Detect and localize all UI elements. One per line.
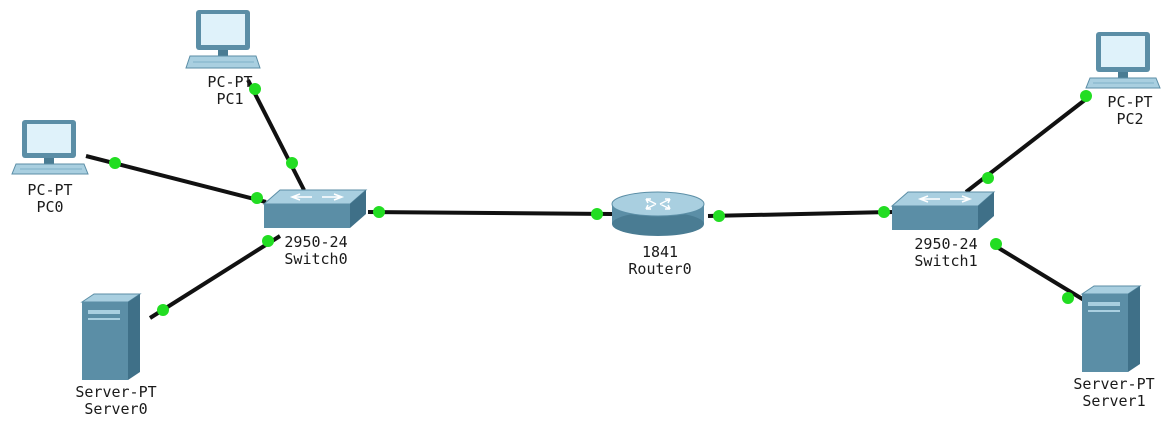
port-status-switch0-server0-switch0 xyxy=(262,235,274,247)
port-status-pc2-pc2-switch1 xyxy=(1080,90,1092,102)
port-status-switch1-server1-switch1 xyxy=(1062,292,1074,304)
device-model-switch0: 2950-24 xyxy=(284,233,348,251)
link-server1-switch1[interactable] xyxy=(990,242,1086,302)
device-server0[interactable] xyxy=(80,292,150,382)
switch-icon xyxy=(890,191,996,230)
device-pc2[interactable] xyxy=(1085,30,1166,92)
device-name-switch1: Switch1 xyxy=(914,252,978,270)
device-pc1[interactable] xyxy=(184,8,264,72)
link-pc1-switch0[interactable] xyxy=(246,79,306,191)
device-label-switch0: 2950-24 Switch0 xyxy=(284,234,347,268)
device-label-server1: Server-PT Server1 xyxy=(1073,376,1154,410)
device-model-server0: Server-PT xyxy=(75,383,157,401)
device-name-pc1: PC1 xyxy=(216,90,244,108)
port-status-switch0-pc1-switch0 xyxy=(286,157,298,169)
port-status-switch0-pc0-switch0 xyxy=(251,192,263,204)
link-server0-switch0[interactable] xyxy=(148,234,282,320)
pc-icon xyxy=(185,10,261,69)
pc-icon xyxy=(11,120,89,175)
device-label-server0: Server-PT Server0 xyxy=(75,384,156,418)
port-status-pc0-pc0-switch0 xyxy=(109,157,121,169)
device-server1[interactable] xyxy=(1080,284,1150,374)
port-status-server0-server0-switch0 xyxy=(157,304,169,316)
server-icon xyxy=(1080,285,1142,372)
device-name-router0: Router0 xyxy=(628,260,692,278)
port-status-switch0-switch0-router0 xyxy=(373,206,385,218)
server-icon xyxy=(80,293,142,380)
port-status-router0-router0-switch1 xyxy=(713,210,725,222)
port-status-switch1-router0-switch1 xyxy=(878,206,890,218)
device-label-router0: 1841 Router0 xyxy=(628,244,691,278)
link-router0-switch1[interactable] xyxy=(707,210,893,218)
device-name-server0: Server0 xyxy=(84,400,148,418)
device-label-pc0: PC-PT PC0 xyxy=(27,182,72,216)
device-name-server1: Server1 xyxy=(1082,392,1146,410)
device-label-pc1: PC-PT PC1 xyxy=(207,74,252,108)
device-model-pc0: PC-PT xyxy=(27,181,73,199)
router-icon xyxy=(611,191,705,236)
port-status-router0-switch0-router0 xyxy=(591,208,603,220)
device-label-pc2: PC-PT PC2 xyxy=(1107,94,1152,128)
device-name-pc2: PC2 xyxy=(1116,110,1144,128)
device-model-pc2: PC-PT xyxy=(1107,93,1153,111)
device-pc0[interactable] xyxy=(11,118,94,178)
device-name-switch0: Switch0 xyxy=(284,250,348,268)
device-model-pc1: PC-PT xyxy=(207,73,253,91)
device-model-server1: Server-PT xyxy=(1073,375,1155,393)
port-status-switch1-pc2-switch1 xyxy=(982,172,994,184)
device-name-pc0: PC0 xyxy=(36,198,64,216)
pc-icon xyxy=(1085,32,1161,89)
device-model-switch1: 2950-24 xyxy=(914,235,978,253)
link-switch0-router0[interactable] xyxy=(367,210,613,216)
device-label-switch1: 2950-24 Switch1 xyxy=(914,236,977,270)
switch-icon xyxy=(262,189,368,228)
device-router0[interactable] xyxy=(608,190,708,240)
device-switch1[interactable] xyxy=(890,190,996,234)
port-status-server1-server1-switch1 xyxy=(990,238,1002,250)
port-status-pc1-pc1-switch0 xyxy=(249,83,261,95)
device-model-router0: 1841 xyxy=(641,243,679,261)
device-switch0[interactable] xyxy=(262,188,368,232)
